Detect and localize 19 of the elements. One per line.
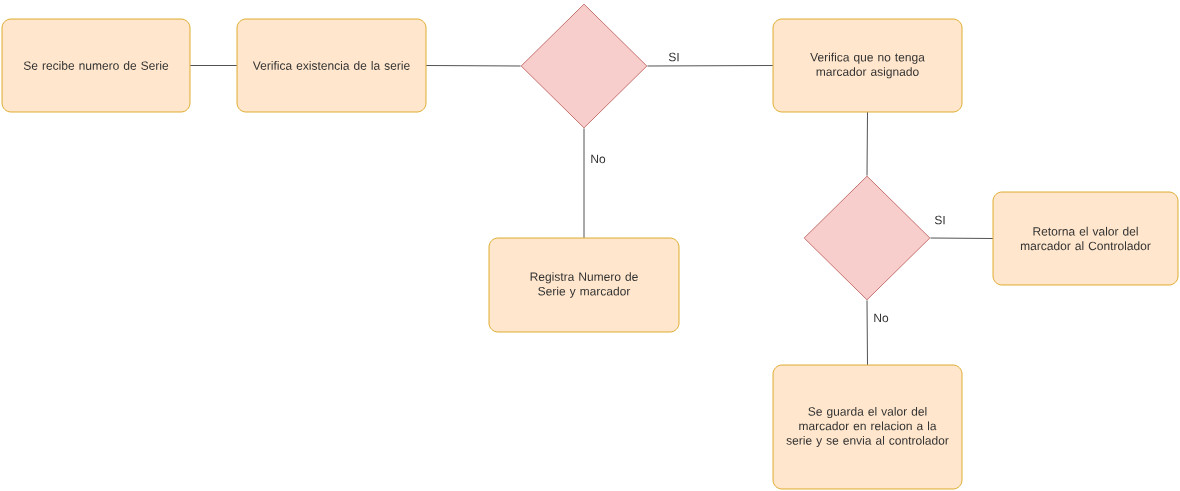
edge-label: SI: [933, 214, 947, 226]
connector-line: [866, 300, 868, 365]
connector-line: [647, 65, 773, 67]
process-box: Se guarda el valor del marcador en relacion a la serie y se envia al controlador: [772, 364, 963, 490]
connector-line: [190, 65, 237, 66]
edge-label: No: [589, 153, 607, 165]
process-box: Retorna el valor del marcador al Controlador: [992, 191, 1179, 286]
decision-diamond: [803, 175, 931, 301]
decision-diamond: [520, 3, 648, 129]
edge-label: SI: [667, 51, 681, 63]
connector-line: [866, 112, 868, 176]
edge-label: No: [872, 312, 890, 324]
process-box: Verifica existencia de la serie: [236, 18, 427, 113]
connector-line: [930, 237, 993, 239]
connector-line: [426, 65, 521, 67]
process-box: Registra Numero de Serie y marcador: [488, 237, 680, 333]
connector-line: [583, 128, 585, 238]
process-box: Verifica que no tenga marcador asignado: [772, 18, 963, 113]
process-box: Se recibe numero de Serie: [1, 18, 191, 113]
